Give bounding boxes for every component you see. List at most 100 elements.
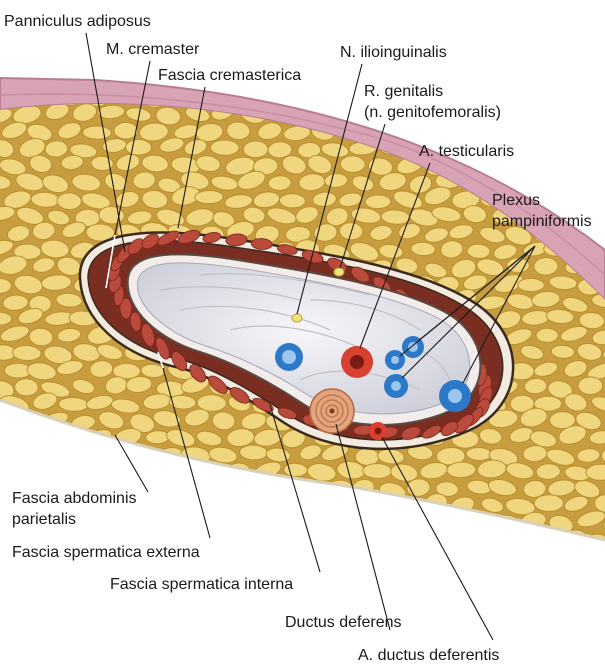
vein-left (275, 343, 303, 371)
fat-lobule (532, 156, 559, 171)
fat-lobule (433, 513, 467, 539)
fat-lobule (101, 446, 125, 460)
fat-lobule (602, 545, 605, 565)
label-fascia-abdominis: Fascia abdominis (12, 490, 137, 507)
fat-lobule (212, 546, 242, 564)
fat-lobule (464, 514, 488, 531)
fat-lobule (367, 532, 396, 552)
fat-lobule (578, 377, 603, 395)
fat-lobule (114, 122, 138, 139)
fat-lobule (127, 516, 151, 533)
label-a-ductus-deferentis: A. ductus deferentis (358, 647, 499, 664)
fat-lobule (28, 427, 59, 449)
label-fascia-spermatica-externa: Fascia spermatica externa (12, 544, 200, 561)
fat-lobule (279, 498, 311, 518)
fat-lobule (586, 119, 605, 142)
fat-lobule (29, 465, 54, 480)
fat-lobule (574, 135, 603, 157)
fat-lobule (298, 550, 323, 568)
fat-lobule (227, 533, 254, 550)
fat-lobule (128, 448, 157, 462)
a-ductus-deferentis-vessel (369, 422, 387, 440)
fat-lobule (378, 515, 409, 535)
fat-lobule (284, 463, 308, 477)
r-genitalis-nerve (334, 268, 344, 276)
fat-lobule (225, 496, 252, 518)
fat-lobule (11, 446, 42, 469)
fat-lobule (478, 122, 504, 136)
fat-lobule (429, 547, 461, 569)
fat-lobule (199, 528, 228, 547)
fat-lobule (380, 550, 408, 570)
fat-lobule (243, 141, 268, 158)
fat-lobule (262, 478, 296, 504)
fat-lobule (366, 496, 394, 517)
label-panniculus-adiposus: Panniculus adiposus (4, 13, 151, 30)
fat-lobule (534, 494, 564, 511)
fat-lobule (393, 527, 420, 547)
fat-lobule (281, 530, 310, 549)
fat-lobule (309, 497, 336, 513)
fat-lobule (241, 479, 272, 499)
fat-lobule (563, 120, 589, 141)
fat-lobule (449, 529, 475, 547)
fat-lobule (450, 85, 477, 104)
fat-lobule (57, 193, 82, 210)
fat-lobule (14, 378, 38, 396)
fat-lobule (477, 533, 501, 550)
fat-lobule (577, 108, 601, 124)
plexus-vein-3 (384, 374, 408, 398)
fat-lobule (466, 447, 492, 461)
fat-lobule (268, 548, 295, 568)
fat-lobule (252, 531, 282, 553)
label-m-cremaster: M. cremaster (106, 41, 200, 58)
fat-lobule (240, 512, 270, 531)
fat-lobule (297, 481, 324, 498)
fat-lobule (82, 126, 111, 140)
plexus-vein-2 (385, 350, 405, 370)
a-testicularis-vessel (341, 346, 373, 378)
fat-lobule (142, 492, 169, 515)
fat-lobule (125, 139, 151, 155)
fat-lobule (265, 510, 297, 532)
fat-lobule (534, 120, 563, 141)
fat-lobule (0, 440, 18, 465)
fat-lobule (319, 512, 351, 532)
fat-lobule (536, 186, 564, 206)
label-r-genitalis: R. genitalis (364, 83, 443, 100)
fat-lobule (153, 512, 184, 535)
ductus-deferens-vessel (310, 389, 354, 433)
fat-lobule (210, 140, 239, 156)
fat-lobule (585, 87, 605, 110)
fat-lobule (365, 195, 391, 209)
plexus-vein-4 (439, 380, 471, 412)
fat-lobule (0, 430, 29, 446)
fat-lobule (363, 463, 392, 478)
fat-lobule (168, 493, 194, 514)
fat-lobule (195, 190, 224, 204)
fat-lobule (1, 462, 31, 481)
fat-lobule (420, 531, 451, 553)
n-ilioinguinalis-nerve (292, 314, 302, 322)
label-pampiniformis: pampiniformis (492, 213, 592, 230)
fat-lobule (536, 328, 558, 342)
fat-lobule (201, 500, 224, 514)
fat-lobule (424, 118, 451, 139)
fat-lobule (206, 510, 239, 536)
fat-lobule (558, 156, 588, 176)
fat-lobule (559, 188, 589, 209)
fat-lobule (325, 546, 351, 561)
fat-lobule (71, 442, 99, 464)
fat-lobule (520, 104, 547, 121)
fat-lobule (0, 512, 13, 532)
label-fascia-spermatica-interna: Fascia spermatica interna (110, 576, 293, 593)
fat-lobule (45, 444, 75, 463)
fat-lobule (521, 547, 547, 564)
fat-lobule (544, 544, 576, 567)
fat-lobule (558, 87, 590, 110)
fat-lobule (252, 495, 280, 515)
fat-lobule (279, 193, 305, 208)
fat-lobule (84, 460, 112, 479)
